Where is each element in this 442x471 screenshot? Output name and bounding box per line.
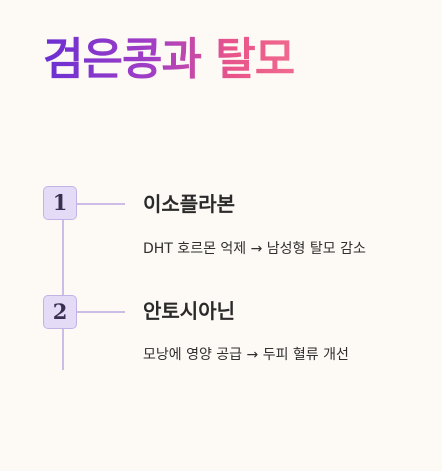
connector-line-1 (77, 203, 125, 205)
item-title-1: 이소플라본 (143, 192, 235, 216)
item-description-2: 모낭에 영양 공급 → 두피 혈류 개선 (143, 347, 349, 363)
page-title: 검은콩과 탈모 (43, 30, 295, 90)
item-title-2: 안토시아닌 (143, 299, 235, 323)
step-number-badge-1: 1 (43, 186, 77, 220)
connector-line-2 (77, 311, 125, 313)
timeline-line (62, 218, 64, 370)
item-description-1: DHT 호르몬 억제 → 남성형 탈모 감소 (143, 241, 366, 257)
step-number-badge-2: 2 (43, 295, 77, 329)
